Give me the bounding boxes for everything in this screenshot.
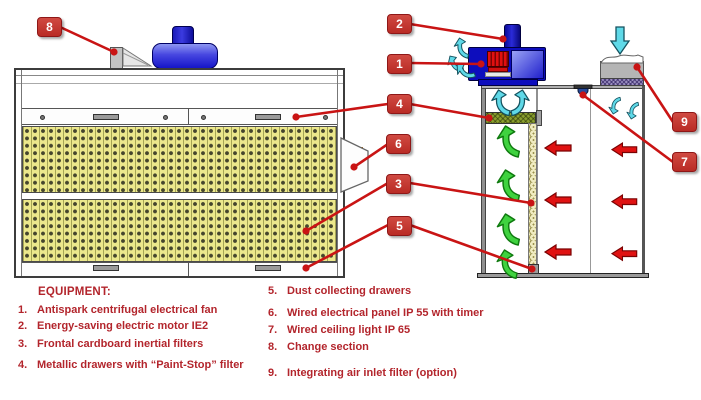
legend-heading: EQUIPMENT: (38, 286, 111, 298)
legend-item-text: Wired ceiling light IP 65 (287, 324, 411, 336)
legend-item-number: 3. (18, 338, 28, 350)
legend-item-number: 1. (18, 304, 28, 316)
paint-stop-filter-cap (536, 110, 542, 126)
legend-item-text: Dust collecting drawers (287, 285, 412, 297)
legend-item: 8. Change section (268, 340, 488, 355)
drawer-divider (188, 109, 189, 124)
side-view-floor (477, 273, 649, 278)
side-view-motor-flange (485, 72, 511, 77)
side-view-fan-base (478, 79, 538, 86)
front-view-left-post (21, 70, 22, 276)
drawer-handle (93, 265, 119, 271)
legend-item: 5. Dust collecting drawers (268, 284, 488, 299)
side-view-motor-band (488, 67, 508, 72)
front-view-top-rail-2 (16, 83, 343, 84)
callout-1: 1 (387, 54, 412, 74)
front-view-right-post (337, 70, 338, 276)
legend-item-number: 5. (268, 285, 278, 297)
front-view-dust-drawers (22, 262, 337, 276)
air-inlet-filter-media (600, 78, 644, 86)
screw-icon (40, 115, 45, 120)
drawer-handle (255, 114, 281, 120)
callout-5: 5 (387, 216, 412, 236)
dust-collecting-drawer (528, 264, 539, 274)
screw-icon (323, 115, 328, 120)
legend-item-number: 9. (268, 367, 278, 379)
callout-6: 6 (386, 134, 411, 154)
screw-icon (201, 115, 206, 120)
side-view-fan-motor-shaft (504, 24, 521, 49)
legend-item: 6. Wired electrical panel IP 55 with tim… (268, 306, 488, 321)
legend-item: 4. Metallic drawers with “Paint-Stop” fi… (18, 358, 266, 373)
legend-item-number: 8. (268, 341, 278, 353)
intake-airflow-arrow-icon (608, 96, 640, 120)
callout-4: 4 (387, 94, 412, 114)
front-view-top-rail (16, 75, 343, 76)
front-view-booth (14, 68, 345, 278)
legend-item: 2. Energy-saving electric motor IE2 (18, 319, 266, 334)
legend-item-text: Change section (287, 341, 369, 353)
cardboard-inertial-filter (528, 123, 537, 265)
drawer-handle (255, 265, 281, 271)
callout-2: 2 (387, 14, 412, 34)
side-view-fan-scroll (511, 50, 544, 79)
side-view-column-divider (590, 89, 591, 273)
legend-item: 9. Integrating air inlet filter (option) (268, 366, 488, 381)
front-view-filter-panel-lower (22, 199, 337, 262)
legend-left-column: 1. Antispark centrifugal electrical fan … (18, 303, 266, 379)
legend-item-text: Integrating air inlet filter (option) (287, 367, 457, 379)
legend-item-text: Energy-saving electric motor IE2 (37, 320, 209, 332)
legend-item: 7. Wired ceiling light IP 65 (268, 323, 488, 338)
screw-icon (163, 115, 168, 120)
callout-9: 9 (672, 112, 697, 132)
side-view-filter-wall (536, 89, 538, 273)
legend-item-text: Frontal cardboard inertial filters (37, 338, 204, 350)
legend-item: 3. Frontal cardboard inertial filters (18, 337, 266, 352)
legend-right-column: 5. Dust collecting drawers 6. Wired elec… (268, 284, 488, 392)
callout-3: 3 (386, 174, 411, 194)
legend-item-text: Antispark centrifugal electrical fan (37, 304, 218, 316)
legend-item-text: Wired electrical panel IP 55 with timer (287, 307, 484, 319)
air-inlet-filter-box (600, 61, 644, 79)
drawer-divider (188, 263, 189, 276)
front-view-fan-housing (152, 43, 218, 69)
change-section-duct (122, 47, 153, 67)
legend-item-text: Metallic drawers with “Paint-Stop” filte… (37, 359, 244, 371)
side-view-electric-motor (487, 51, 509, 67)
legend-item: 1. Antispark centrifugal electrical fan (18, 303, 266, 318)
front-view-change-section (110, 47, 123, 69)
front-view-metallic-drawers (22, 108, 337, 125)
legend-item-number: 4. (18, 359, 28, 371)
electrical-panel (346, 147, 363, 175)
inlet-down-arrow-icon (610, 26, 630, 55)
callout-7: 7 (672, 152, 697, 172)
legend-item-number: 6. (268, 307, 278, 319)
drawer-handle (93, 114, 119, 120)
legend-item-number: 7. (268, 324, 278, 336)
callout-8: 8 (37, 17, 62, 37)
booth-airflow-arrow-icon (496, 125, 521, 280)
front-view-filter-panel-upper (22, 126, 337, 193)
side-view-right-wall (642, 86, 645, 275)
legend-item-number: 2. (18, 320, 28, 332)
